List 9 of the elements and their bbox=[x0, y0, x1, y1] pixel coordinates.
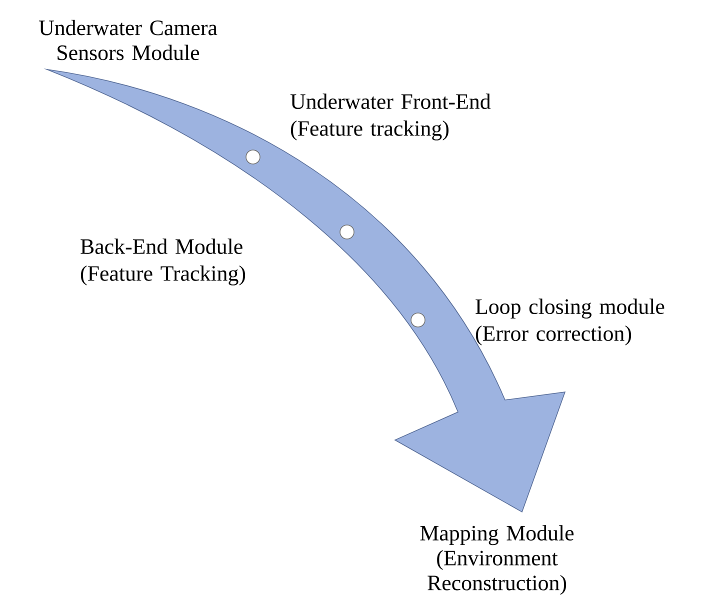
circle-marker bbox=[246, 150, 260, 164]
step-label: Loop closing module (Error correction) bbox=[476, 298, 664, 346]
step-label: Underwater Front-End (Feature tracking) bbox=[290, 94, 491, 140]
circle-marker bbox=[410, 312, 426, 328]
node-label: Mapping Module (Environment Reconstruction) bbox=[420, 525, 574, 595]
circle-marker bbox=[340, 224, 354, 240]
curved-arrow bbox=[46, 68, 566, 512]
step-label: Back-End Module (Feature Tracking) bbox=[80, 238, 246, 286]
node-label: Underwater Camera Sensors Module bbox=[39, 20, 218, 60]
